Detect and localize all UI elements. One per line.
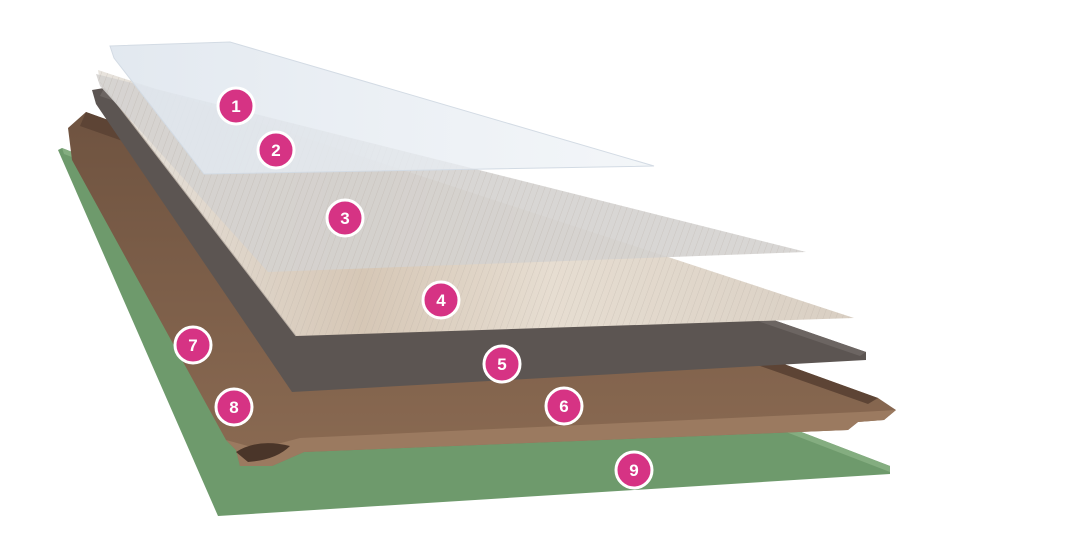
badge-3: 3 bbox=[325, 198, 365, 238]
badge-number: 4 bbox=[436, 291, 446, 310]
badge-8: 8 bbox=[214, 387, 254, 427]
badge-7: 7 bbox=[173, 325, 213, 365]
badge-circle bbox=[216, 86, 256, 126]
badge-number: 1 bbox=[231, 97, 240, 116]
badge-circle bbox=[325, 198, 365, 238]
badge-5: 5 bbox=[482, 344, 522, 384]
badge-9: 9 bbox=[614, 450, 654, 490]
badge-number: 8 bbox=[229, 398, 238, 417]
badge-circle bbox=[256, 130, 296, 170]
badge-circle bbox=[214, 387, 254, 427]
badge-number: 9 bbox=[629, 461, 638, 480]
badge-circle bbox=[544, 386, 584, 426]
badge-group: 1 2 3 4 5 6 7 8 9 bbox=[173, 86, 654, 490]
badge-number: 2 bbox=[271, 141, 280, 160]
badge-circle bbox=[421, 280, 461, 320]
badge-number: 3 bbox=[340, 209, 349, 228]
badge-number: 5 bbox=[497, 355, 506, 374]
badge-circle bbox=[614, 450, 654, 490]
badge-4: 4 bbox=[421, 280, 461, 320]
badge-circle bbox=[482, 344, 522, 384]
badge-2: 2 bbox=[256, 130, 296, 170]
badge-1: 1 bbox=[216, 86, 256, 126]
badge-6: 6 bbox=[544, 386, 584, 426]
badge-number: 7 bbox=[188, 336, 197, 355]
layer-clear-overlay bbox=[109, 41, 655, 175]
badge-circle bbox=[173, 325, 213, 365]
badge-number: 6 bbox=[559, 397, 568, 416]
